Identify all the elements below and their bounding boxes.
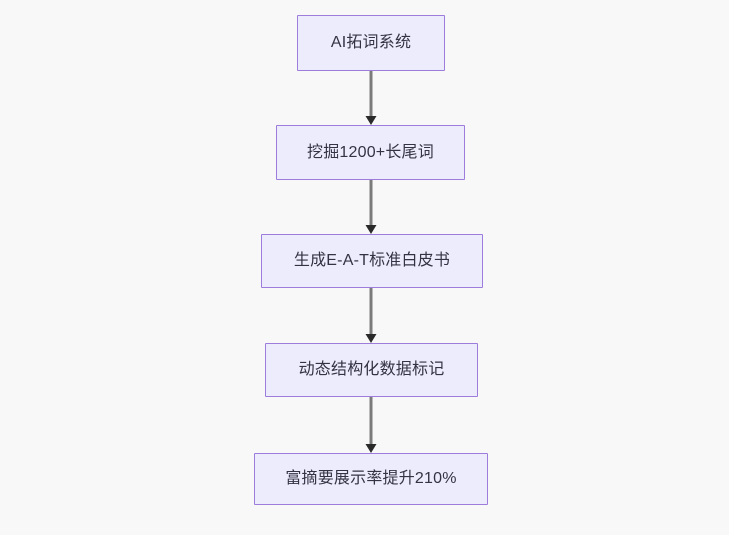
edge-n1-to-n2: [360, 71, 382, 125]
flow-node-label: 富摘要展示率提升210%: [285, 470, 457, 488]
edge-n2-to-n3: [360, 180, 382, 234]
flow-node-n5[interactable]: 富摘要展示率提升210%: [254, 453, 488, 505]
arrowhead-icon: [365, 334, 377, 343]
arrowhead-icon: [365, 116, 377, 125]
flow-node-n2[interactable]: 挖掘1200+长尾词: [276, 125, 465, 180]
arrowhead-icon: [365, 225, 377, 234]
flow-node-n4[interactable]: 动态结构化数据标记: [265, 343, 478, 397]
flow-node-n1[interactable]: AI拓词系统: [297, 15, 445, 71]
edge-n4-to-n5: [360, 397, 382, 453]
flow-node-label: AI拓词系统: [330, 34, 412, 52]
flow-node-label: 动态结构化数据标记: [298, 361, 445, 379]
flow-node-label: 生成E-A-T标准白皮书: [293, 252, 451, 270]
flow-node-label: 挖掘1200+长尾词: [307, 143, 434, 161]
flow-node-n3[interactable]: 生成E-A-T标准白皮书: [261, 234, 483, 288]
arrowhead-icon: [365, 444, 377, 453]
edge-n3-to-n4: [360, 288, 382, 343]
